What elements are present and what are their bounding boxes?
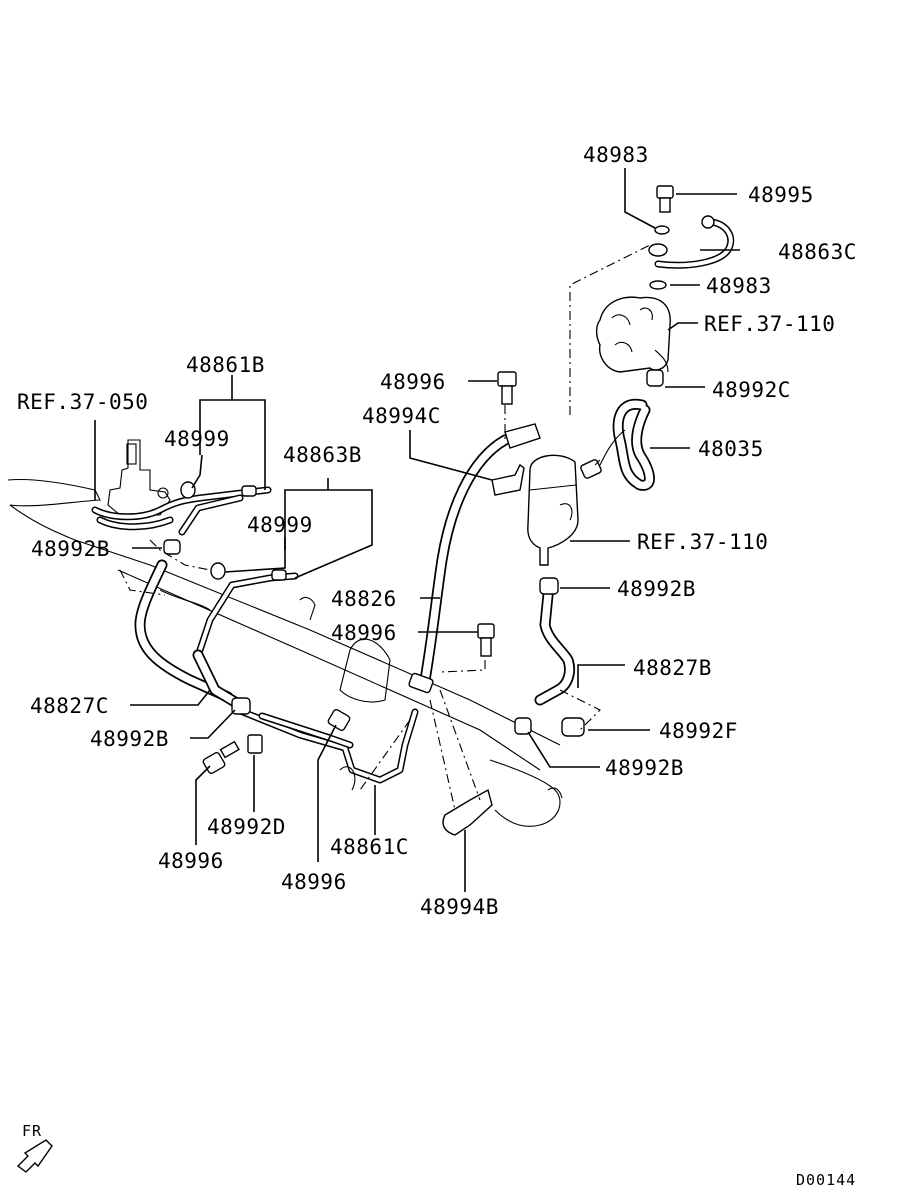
label-48863B: 48863B xyxy=(283,443,362,467)
label-48861B: 48861B xyxy=(186,353,265,377)
oil-pump xyxy=(595,215,735,373)
label-48983-mid: 48983 xyxy=(706,274,772,298)
fr-label: FR xyxy=(22,1122,42,1140)
label-48861C: 48861C xyxy=(330,835,409,859)
label-48826: 48826 xyxy=(331,587,397,611)
label-48994C: 48994C xyxy=(362,404,441,428)
alignment-lines xyxy=(119,244,651,811)
label-48827C: 48827C xyxy=(30,694,109,718)
label-48992B-left: 48992B xyxy=(31,537,110,561)
hose-48035 xyxy=(599,398,655,491)
part-labels: 48983 48995 48863C 48983 REF.37-110 4899… xyxy=(17,143,857,919)
label-48983-top: 48983 xyxy=(583,143,649,167)
return-pipe-48863B xyxy=(96,516,299,654)
label-48992F: 48992F xyxy=(659,719,738,743)
clamps-and-fasteners xyxy=(163,185,674,836)
label-ref-37-050: REF.37-050 xyxy=(17,390,148,414)
label-48994B: 48994B xyxy=(420,895,499,919)
front-arrow-icon xyxy=(16,1139,53,1173)
label-48863C: 48863C xyxy=(778,240,857,264)
label-48827B: 48827B xyxy=(633,656,712,680)
label-48992C: 48992C xyxy=(712,378,791,402)
label-48995: 48995 xyxy=(748,183,814,207)
label-48992D: 48992D xyxy=(207,815,286,839)
hose-48827B xyxy=(534,589,576,706)
label-48996-mid: 48996 xyxy=(331,621,397,645)
label-48992B-bottom: 48992B xyxy=(90,727,169,751)
diagram-code: D00144 xyxy=(796,1171,856,1187)
steering-gear-assembly xyxy=(7,439,563,827)
label-48996-left: 48996 xyxy=(158,849,224,873)
leader-lines xyxy=(94,168,740,892)
orientation-marker: FR xyxy=(16,1122,53,1173)
pipe-48861C xyxy=(234,706,419,791)
label-48999-mid: 48999 xyxy=(247,513,313,537)
reservoir-tank xyxy=(527,454,602,566)
label-48992B-right: 48992B xyxy=(617,577,696,601)
label-48999-top: 48999 xyxy=(164,427,230,451)
hose-48826 xyxy=(408,423,541,694)
label-48996-top: 48996 xyxy=(380,370,446,394)
label-ref-37-110-top: REF.37-110 xyxy=(704,312,835,336)
hose-48827C xyxy=(134,559,246,711)
label-48992B-lower: 48992B xyxy=(605,756,684,780)
pressure-pipe-48861B xyxy=(91,485,272,536)
label-ref-37-110-mid: REF.37-110 xyxy=(637,530,768,554)
label-48035: 48035 xyxy=(698,437,764,461)
label-48996-bottom: 48996 xyxy=(281,870,347,894)
